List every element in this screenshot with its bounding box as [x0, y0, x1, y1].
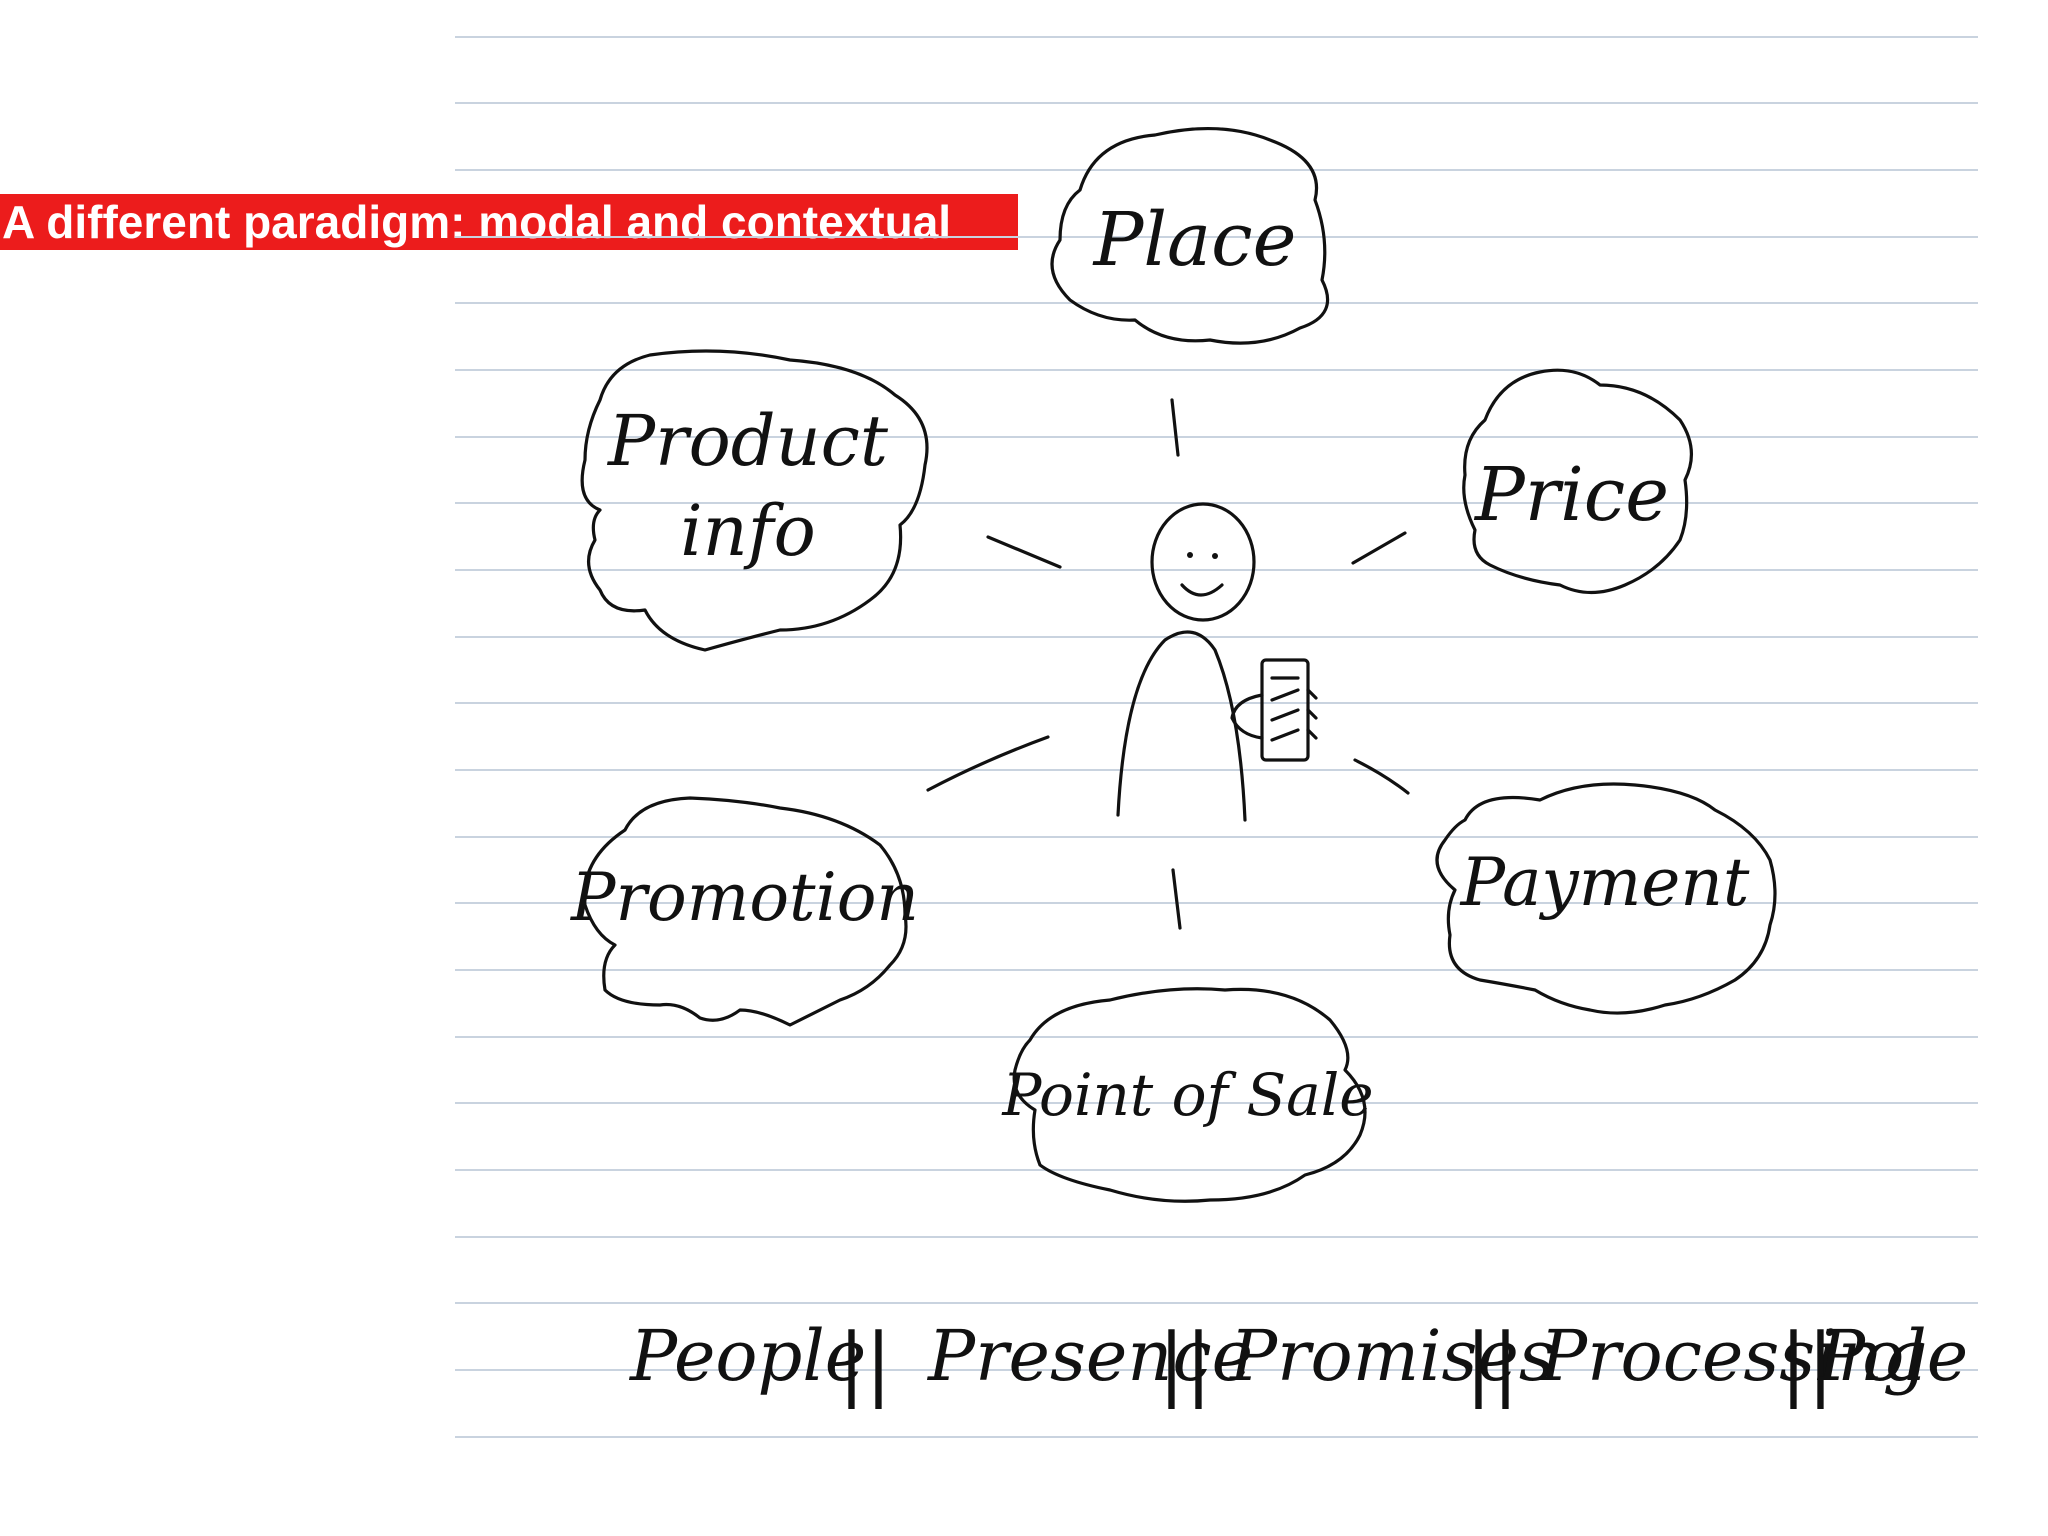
footer-separator-1: ||: [838, 1316, 892, 1409]
cloud-point-of-sale: Point of Sale: [1001, 987, 1374, 1203]
footer-separator-3: ||: [1465, 1316, 1519, 1409]
cloud-promotion: Promotion: [570, 796, 919, 1027]
footer-word-promises: Promises: [1228, 1315, 1555, 1397]
connector-lines: [926, 398, 1410, 930]
phone-icon: [1230, 658, 1318, 762]
footer-word-processing: Processing: [1538, 1315, 1927, 1397]
cloud-payment: Payment: [1435, 782, 1777, 1015]
footer-separator-2: ||: [1158, 1316, 1212, 1409]
footer-word-people: People: [628, 1315, 866, 1397]
promotion-label: Promotion: [570, 859, 919, 936]
person-smile: [1180, 583, 1224, 597]
product-info-line2: info: [680, 490, 816, 572]
price-label: Price: [1473, 452, 1669, 538]
footer-separator-4: ||: [1780, 1316, 1834, 1409]
cloud-price: Price: [1462, 368, 1694, 595]
slide-title: A different paradigm: modal and contextu…: [0, 194, 1018, 250]
footer-word-pole: Pole: [1816, 1315, 1968, 1397]
cloud-product-info: Product info: [580, 349, 929, 652]
footer-words: People || Presence || Promises || Proces…: [628, 1315, 1968, 1409]
person-eye-right: [1212, 553, 1218, 559]
person-figure: [1116, 502, 1318, 822]
product-info-line1: Product: [606, 400, 889, 482]
payment-label: Payment: [1460, 844, 1750, 921]
person-body: [1116, 630, 1247, 822]
place-label: Place: [1092, 197, 1297, 283]
ruled-lines: [455, 36, 1978, 1438]
point-of-sale-label: Point of Sale: [1001, 1061, 1373, 1129]
footer-word-presence: Presence: [926, 1315, 1253, 1397]
person-eye-left: [1187, 552, 1193, 558]
cloud-place: Place: [1050, 126, 1330, 345]
person-head: [1150, 502, 1256, 622]
